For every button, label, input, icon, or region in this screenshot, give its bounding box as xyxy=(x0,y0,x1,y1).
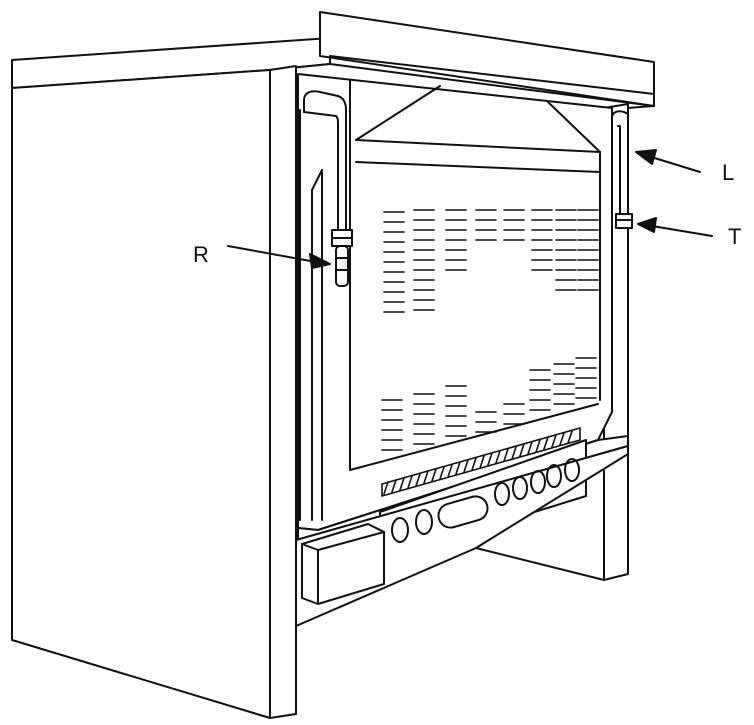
left-pipe xyxy=(299,90,353,521)
terminal-box xyxy=(301,523,385,605)
vent-grille-strip xyxy=(381,427,581,497)
right-pipe xyxy=(611,110,633,229)
left-side-panel xyxy=(11,65,297,719)
worktop xyxy=(11,11,655,111)
label-l: L xyxy=(722,160,735,185)
leader-arrow-l xyxy=(635,149,701,173)
lower-vent-slots xyxy=(381,357,597,451)
label-r: R xyxy=(193,242,209,267)
label-t: T xyxy=(728,224,742,249)
leader-arrow-t xyxy=(637,217,713,237)
upper-vent-slots xyxy=(383,209,599,313)
leader-arrow-r xyxy=(227,245,331,269)
